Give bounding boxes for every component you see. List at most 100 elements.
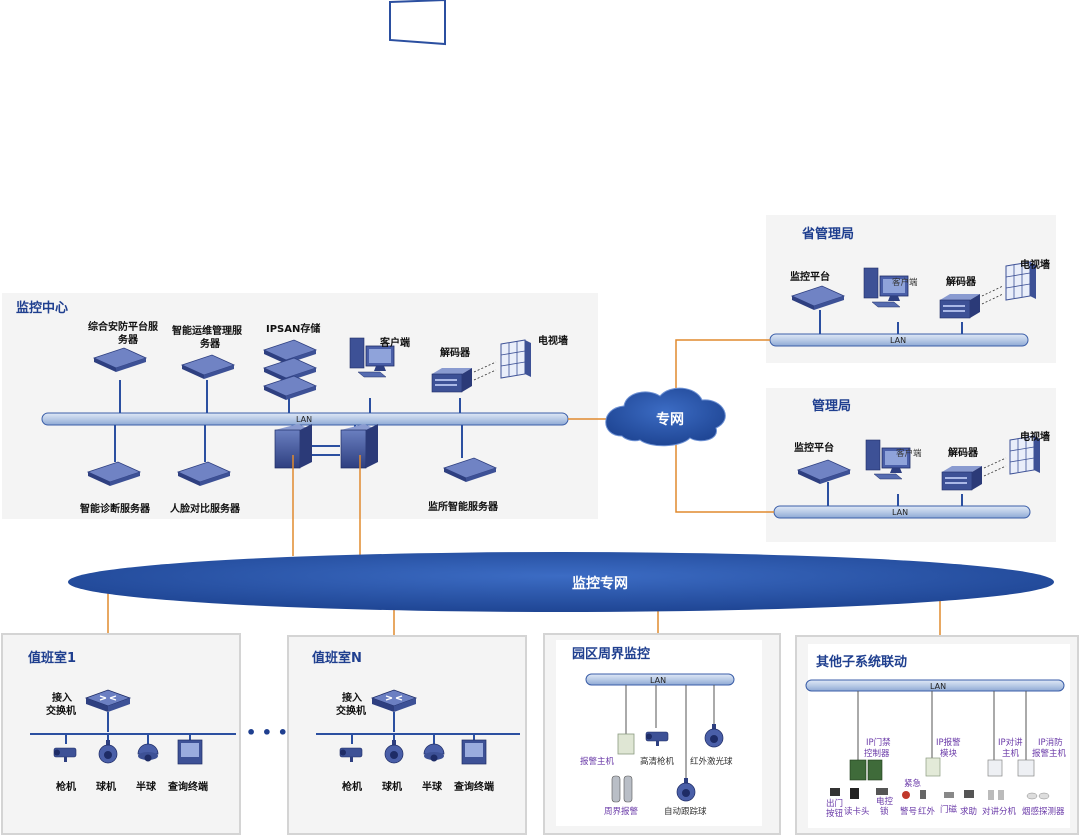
center-client-label: 客户端 xyxy=(379,336,410,349)
perimeter-lan-bar xyxy=(585,673,735,686)
exit-button-label-1: 出门 xyxy=(826,798,843,809)
bureau-zone: 管理局 LAN 监控平台 客户端 解码器 电视墙 xyxy=(766,388,1056,542)
duty-room-n-zone: 值班室N 接入 交换机 枪机 球机 半球 查询终端 xyxy=(287,635,527,835)
monitor-network-ellipse xyxy=(68,552,1054,612)
ip-door-controller-icon xyxy=(849,759,867,781)
private-network-links xyxy=(568,339,774,513)
province-client-label: 客户端 xyxy=(892,277,918,288)
ip-alarm-label-2: 模块 xyxy=(940,748,958,759)
face-server-label: 人脸对比服务器 xyxy=(170,502,241,515)
ip-door-controller-icon-2 xyxy=(867,759,883,781)
ipsan-storage-icon xyxy=(263,339,317,401)
center-lan-label: LAN xyxy=(296,415,312,424)
lock-label-2: 锁 xyxy=(880,806,889,817)
duty-room-n-dome-label: 球机 xyxy=(382,780,402,793)
province-decoder-label: 解码器 xyxy=(946,275,977,288)
core-switch-icon-2 xyxy=(340,424,378,469)
integrated-server-label-2: 务器 xyxy=(118,333,139,346)
intercom-ext-label: 对讲分机 xyxy=(982,806,1017,817)
duty-room-1-zone: 值班室1 接入 交换机 枪机 球机 半球 查询终端 xyxy=(1,633,241,835)
duty-room-1-terminal-icon xyxy=(177,739,203,765)
duty-room-1-title: 值班室1 xyxy=(28,650,76,666)
subsystems-zone: 其他子系统联动 LAN IP门禁 控制器 IP报警 模块 IP对讲 主机 IP消… xyxy=(795,635,1079,835)
center-decoder-label: 解码器 xyxy=(440,346,471,359)
duty-room-n-half-label: 半球 xyxy=(422,780,443,793)
province-platform-label: 监控平台 xyxy=(790,270,830,283)
card-reader-label: 读卡头 xyxy=(844,806,870,817)
ip-alarm-module-icon xyxy=(925,757,941,777)
perimeter-alarm-icon xyxy=(611,775,633,803)
empty-frame xyxy=(389,0,446,46)
alarm-host-icon xyxy=(617,733,635,755)
private-network-cloud: 专网 xyxy=(605,387,726,447)
perimeter-alarm-label: 周界报警 xyxy=(604,806,639,817)
help-label: 求助 xyxy=(960,806,977,817)
duty-room-1-switch-label-1: 接入 xyxy=(52,691,72,704)
duty-room-1-dome-label: 球机 xyxy=(96,780,116,793)
subsystems-title: 其他子系统联动 xyxy=(816,654,907,670)
lock-label-1: 电控 xyxy=(876,796,894,807)
duty-room-1-gun-label: 枪机 xyxy=(56,780,76,793)
center-decoder-icon xyxy=(431,367,473,393)
ops-server-label-2: 务器 xyxy=(200,337,221,350)
province-lan-label: LAN xyxy=(890,336,906,345)
bureau-decoder-icon xyxy=(941,465,983,491)
perimeter-title: 园区周界监控 xyxy=(572,646,650,662)
duty-room-n-terminal-label: 查询终端 xyxy=(453,780,494,793)
ip-door-label-2: 控制器 xyxy=(864,748,890,759)
hd-cam-label: 高清枪机 xyxy=(640,756,675,767)
duty-room-1-terminal-label: 查询终端 xyxy=(167,780,208,793)
perimeter-zone: 园区周界监控 LAN 报警主机 高清枪机 红外激光球 周界报警 自动跟踪球 xyxy=(543,633,781,835)
subsystems-lan-label: LAN xyxy=(930,682,946,691)
bureau-lan-label: LAN xyxy=(892,508,908,517)
ipsan-label: IPSAN存储 xyxy=(266,322,320,335)
monitoring-center-title: 监控中心 xyxy=(16,300,68,316)
bureau-decoder-label: 解码器 xyxy=(948,446,979,459)
monitoring-center-zone: 监控中心 LAN 综合安防平台服 务器 智能运维管理服 务器 xyxy=(2,293,598,519)
siren-label: 警号 xyxy=(900,806,917,817)
duty-room-n-switch-label-1: 接入 xyxy=(342,691,362,704)
bureau-tv-wall-label: 电视墙 xyxy=(1020,430,1050,443)
duty-room-n-switch-label-2: 交换机 xyxy=(336,704,366,717)
duty-room-n-terminal-icon xyxy=(461,739,487,765)
ip-fire-host-icon xyxy=(1017,759,1035,777)
diag-server-label: 智能诊断服务器 xyxy=(80,502,151,515)
core-switch-icon-1 xyxy=(274,424,312,469)
ip-alarm-label-1: IP报警 xyxy=(936,737,961,748)
bureau-client-label: 客户端 xyxy=(896,448,922,459)
ip-door-label-1: IP门禁 xyxy=(866,737,891,748)
emergency-label: 紧急 xyxy=(904,778,922,789)
bureau-platform-label: 监控平台 xyxy=(794,441,834,454)
center-decoder-arrows xyxy=(473,361,497,381)
ops-server-label-1: 智能运维管理服 xyxy=(172,324,243,337)
duty-room-n-gun-label: 枪机 xyxy=(342,780,362,793)
sub-device-icons xyxy=(830,788,1050,800)
site-server-label: 监所智能服务器 xyxy=(428,500,499,513)
perimeter-lan-label: LAN xyxy=(650,676,666,685)
duty-room-1-half-label: 半球 xyxy=(136,780,157,793)
smoke-detector-label: 烟感探测器 xyxy=(1022,806,1065,817)
provincial-bureau-title: 省管理局 xyxy=(801,226,854,242)
ip-intercom-label-1: IP对讲 xyxy=(998,737,1023,748)
monitor-network-label: 监控专网 xyxy=(572,575,628,592)
ip-intercom-host-icon xyxy=(987,759,1003,777)
provincial-bureau-zone: 省管理局 LAN 监控平台 客户端 解码器 电视墙 xyxy=(766,215,1056,363)
ip-fire-label-2: 报警主机 xyxy=(1032,748,1067,759)
ip-intercom-label-2: 主机 xyxy=(1002,748,1020,759)
door-magnet-label: 门磁 xyxy=(940,804,958,815)
ip-fire-label-1: IP消防 xyxy=(1038,737,1063,748)
duty-room-1-switch-label-2: 交换机 xyxy=(46,704,76,717)
center-tv-wall-icon xyxy=(500,339,532,379)
bureau-title: 管理局 xyxy=(812,398,851,414)
province-decoder-icon xyxy=(939,293,981,319)
ir-dome-label: 红外激光球 xyxy=(690,756,733,767)
ellipsis-dots: • • • xyxy=(246,723,288,742)
integrated-server-label-1: 综合安防平台服 xyxy=(88,320,159,333)
duty-room-n-title: 值班室N xyxy=(312,650,362,666)
exit-button-label-2: 按钮 xyxy=(826,808,844,819)
auto-track-label: 自动跟踪球 xyxy=(664,806,707,817)
alarm-host-label: 报警主机 xyxy=(580,756,615,767)
private-network-label: 专网 xyxy=(656,411,684,428)
center-tv-wall-label: 电视墙 xyxy=(538,334,568,347)
